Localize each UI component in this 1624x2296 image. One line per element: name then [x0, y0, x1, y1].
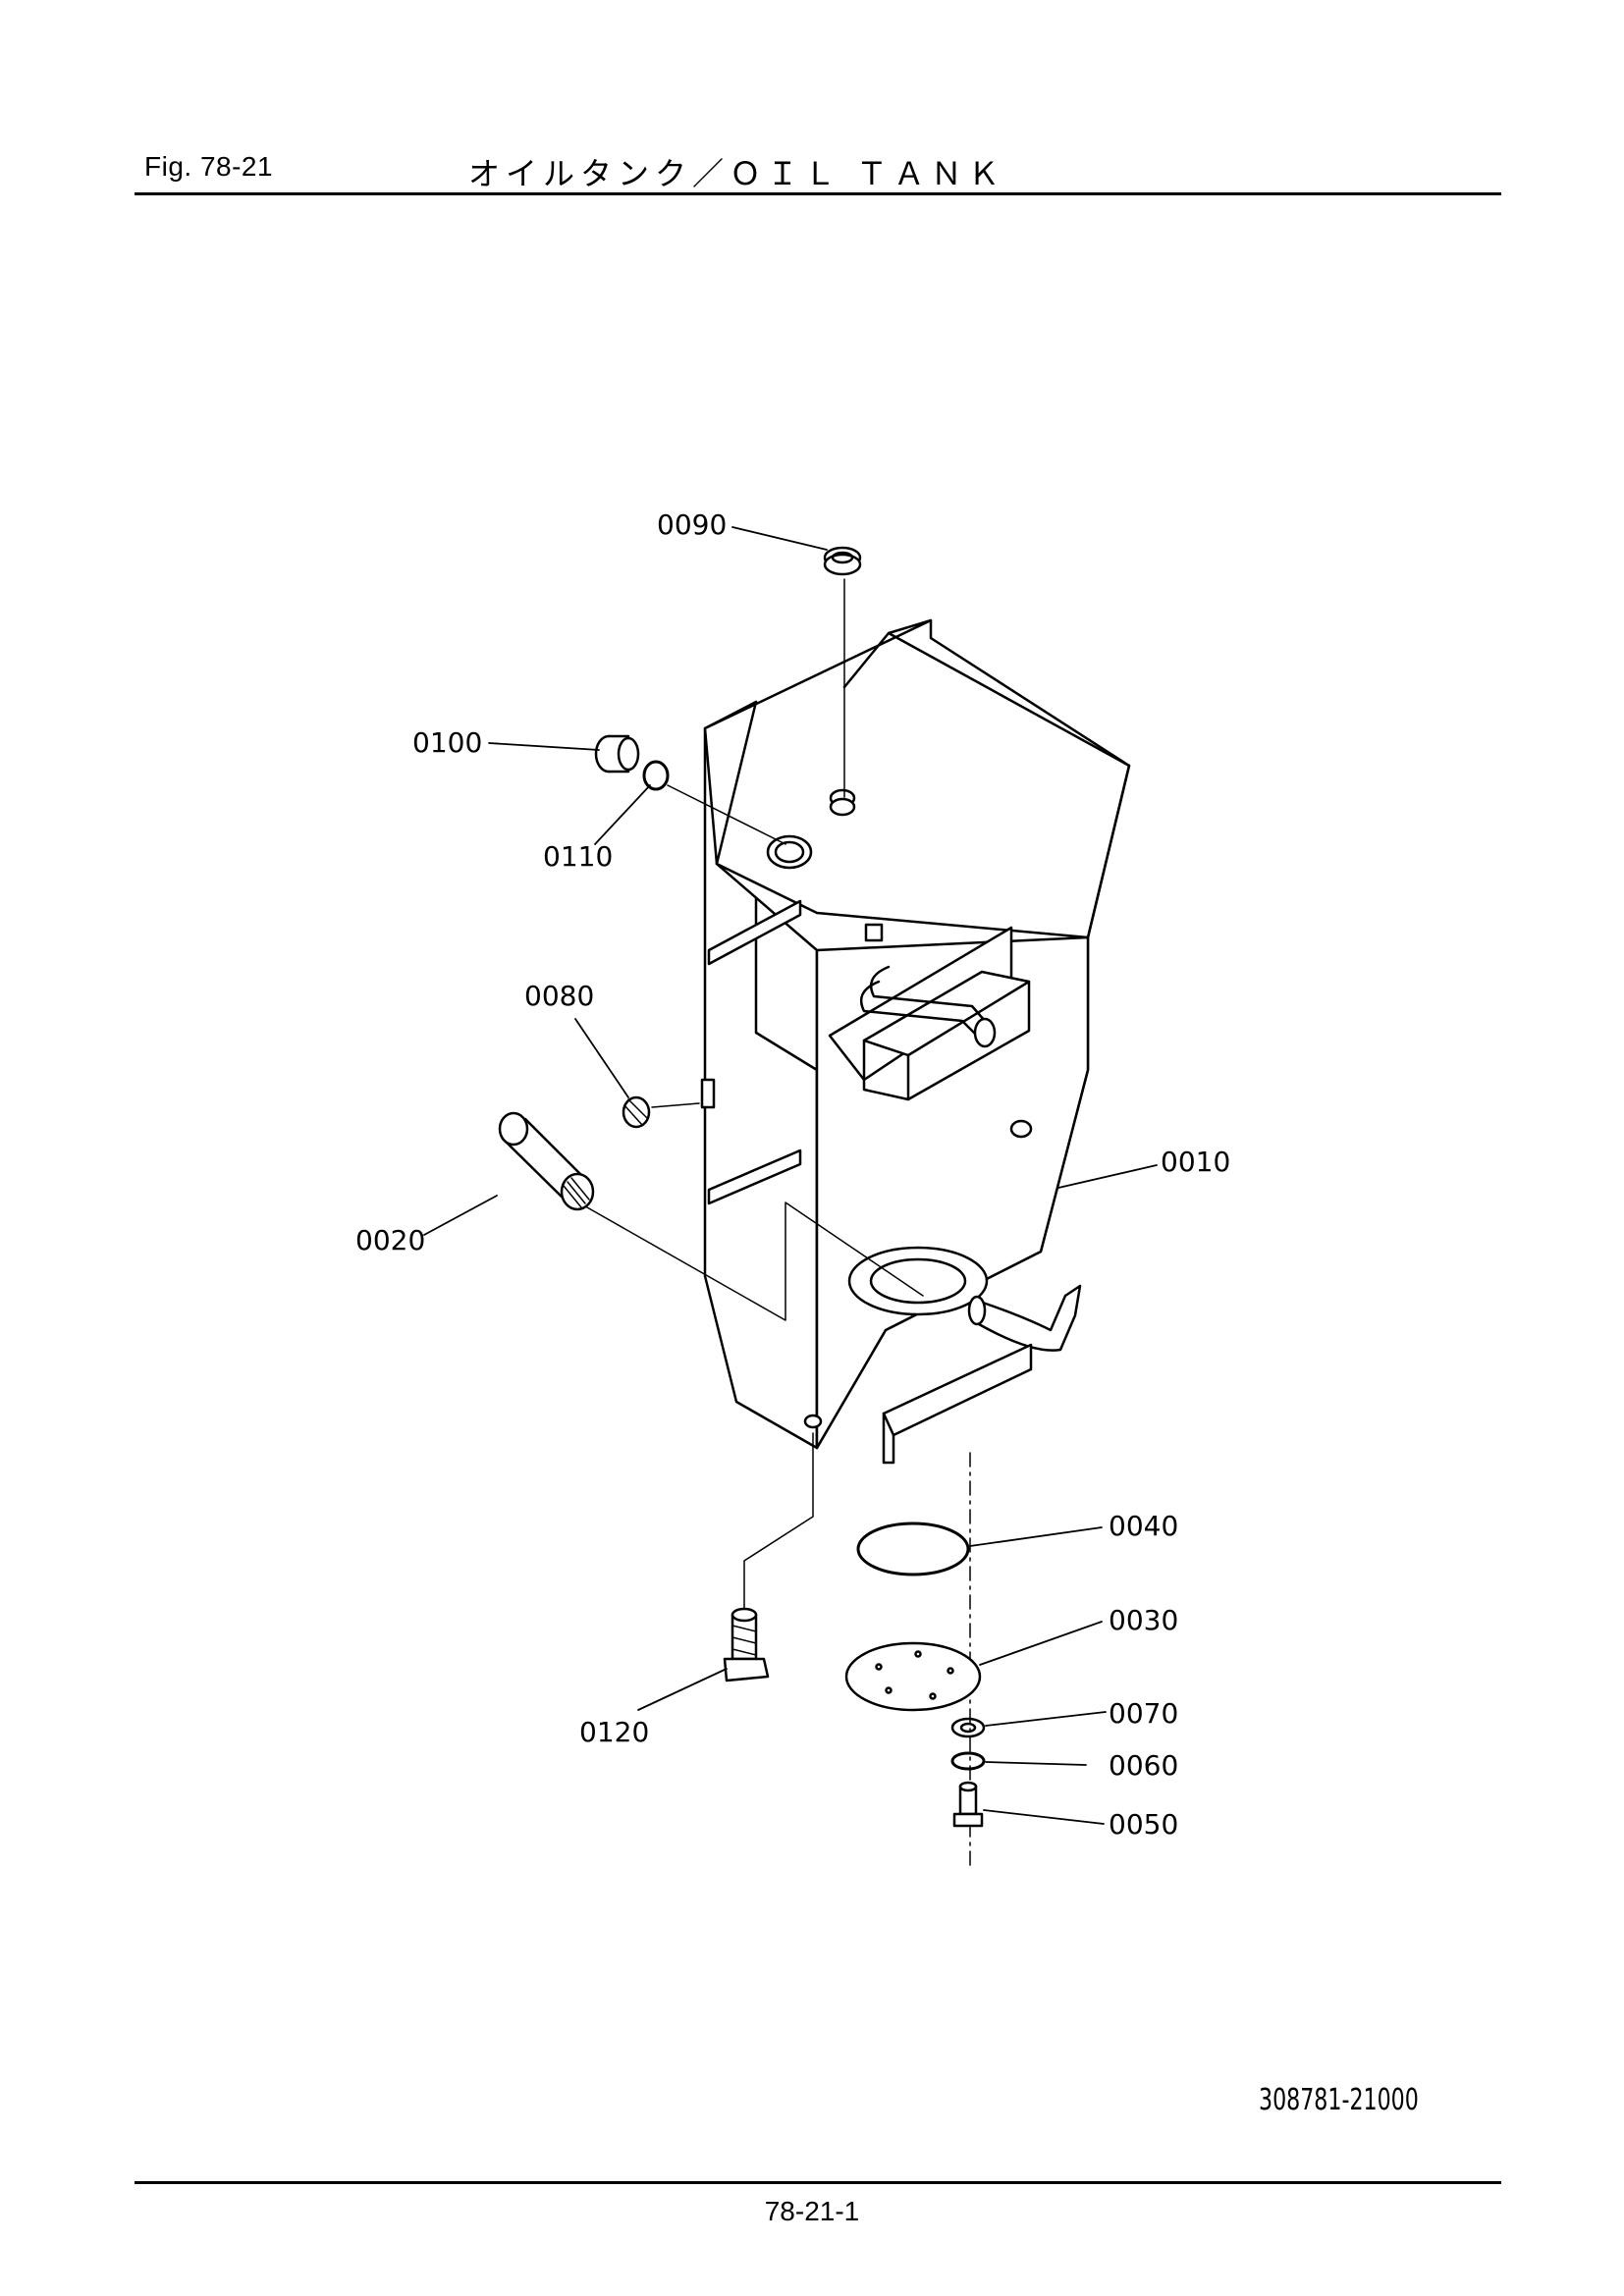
part-label-0100: 0100: [412, 726, 482, 759]
footer-rule: [135, 2181, 1501, 2184]
o-ring-large: [856, 1522, 970, 1576]
filter-element: [498, 1111, 924, 1321]
page-number: 78-21-1: [764, 2196, 860, 2226]
part-label-0020: 0020: [355, 1224, 425, 1256]
drawing-number: 308781-21000: [1259, 2083, 1419, 2117]
plug-0100: [594, 734, 640, 774]
cap-0090: [823, 546, 862, 576]
plug-0080: [622, 1095, 700, 1129]
part-label-0040: 0040: [1109, 1510, 1178, 1542]
part-label-0110: 0110: [543, 840, 613, 873]
o-ring-small: [642, 760, 670, 791]
leader-lines: [423, 526, 1158, 1825]
part-label-0080: 0080: [524, 980, 594, 1012]
part-label-0010: 0010: [1161, 1146, 1230, 1178]
part-labels: 0090 0100 0110 0080 0020 0010 0040 0030 …: [355, 508, 1230, 1841]
part-label-0120: 0120: [579, 1716, 649, 1748]
bolt-small: [952, 1781, 984, 1828]
part-label-0060: 0060: [1109, 1749, 1178, 1782]
page-header: Fig. 78-21 オイルタンク／ＯＩＬ ＴＡＮＫ: [135, 147, 1501, 196]
figure-title: オイルタンク／ＯＩＬ ＴＡＮＫ: [468, 156, 1005, 191]
oil-tank-body: [700, 578, 1131, 1866]
header-rule: [135, 192, 1501, 195]
plain-washer: [950, 1717, 986, 1738]
spring-washer: [950, 1751, 986, 1771]
part-label-0030: 0030: [1109, 1604, 1178, 1636]
part-label-0070: 0070: [1109, 1697, 1178, 1730]
drain-plug: [723, 1432, 814, 1682]
part-label-0050: 0050: [1109, 1808, 1178, 1841]
part-label-0090: 0090: [657, 508, 727, 541]
cover-plate: [844, 1641, 982, 1712]
figure-label: Fig. 78-21: [144, 151, 274, 182]
